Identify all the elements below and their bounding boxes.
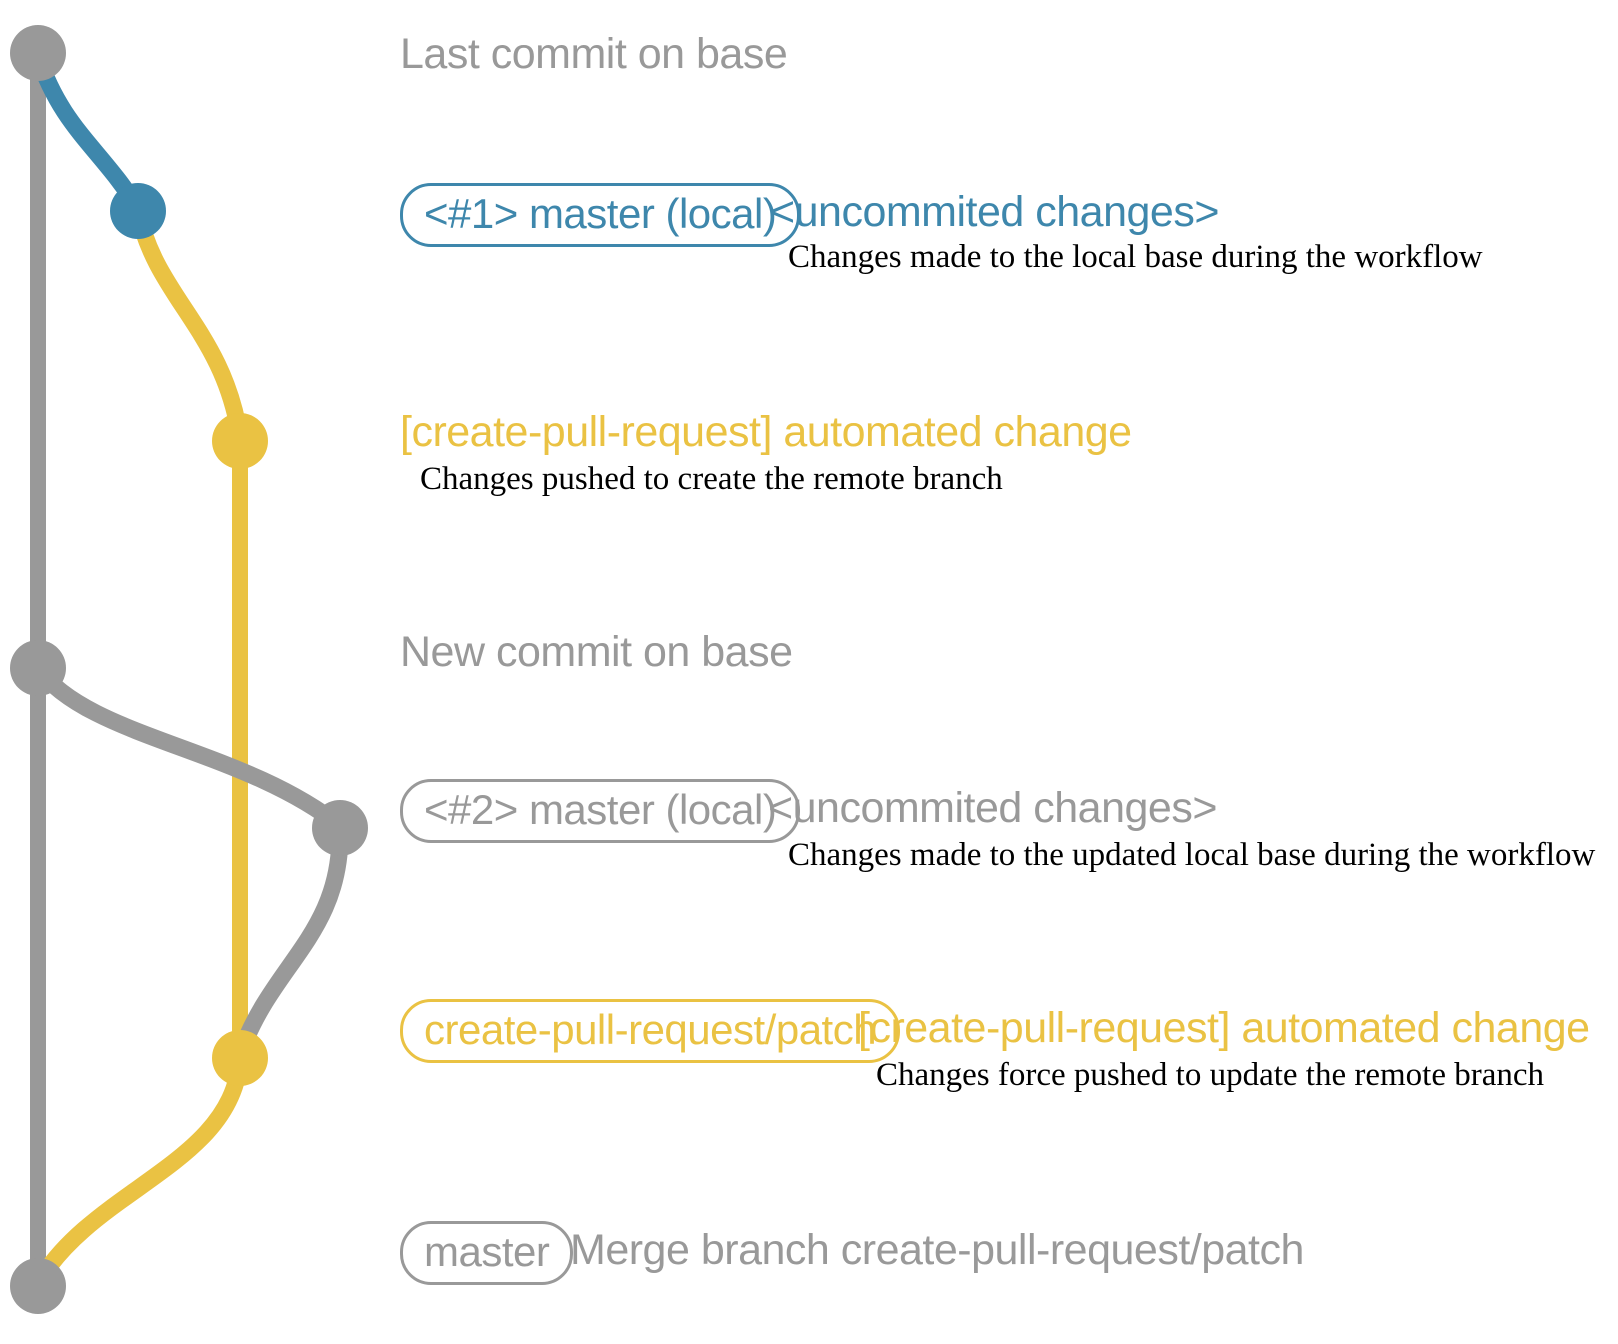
local-master1-branch-line bbox=[29, 53, 146, 213]
branch-label-master-local-1: <#1> master (local) bbox=[400, 183, 801, 248]
commit-message-uncommited-2: <uncommited changes> bbox=[768, 784, 1217, 832]
branch-label-master-local-2: <#2> master (local) bbox=[400, 779, 801, 844]
commit-description-automated-change-1: Changes pushed to create the remote bran… bbox=[420, 461, 1003, 497]
commit-dot-remote-patch-1 bbox=[212, 413, 268, 469]
commit-description-automated-change-2: Changes force pushed to update the remot… bbox=[876, 1057, 1545, 1093]
commit-dot-local-master-2 bbox=[312, 800, 368, 856]
commit-description-uncommited-1: Changes made to the local base during th… bbox=[788, 239, 1483, 275]
commit-dot-local-master-1 bbox=[110, 183, 166, 239]
commit-message-new-base: New commit on base bbox=[400, 628, 793, 676]
local-master2-branch-curve-1 bbox=[31, 662, 346, 833]
commit-message-automated-change-1: [create-pull-request] automated change bbox=[400, 408, 1132, 456]
patch-branch-curve-1 bbox=[129, 209, 249, 440]
commit-description-uncommited-2: Changes made to the updated local base d… bbox=[788, 837, 1596, 873]
local-master2-branch-curve-2 bbox=[232, 829, 349, 1055]
commit-dot-remote-patch-2 bbox=[212, 1030, 268, 1086]
commit-message-uncommited-1: <uncommited changes> bbox=[770, 188, 1219, 236]
patch-branch-merge-curve bbox=[32, 1057, 249, 1285]
commit-dot-last-base bbox=[10, 25, 66, 81]
commit-message-last-base: Last commit on base bbox=[400, 30, 788, 78]
commit-message-merge: Merge branch create-pull-request/patch bbox=[570, 1226, 1304, 1274]
commit-message-automated-change-2: [create-pull-request] automated change bbox=[858, 1004, 1590, 1052]
branch-label-master: master bbox=[400, 1221, 574, 1286]
commit-dot-new-base bbox=[10, 640, 66, 696]
commit-dot-merge bbox=[10, 1258, 66, 1314]
branch-label-create-pull-request-patch: create-pull-request/patch bbox=[400, 999, 901, 1064]
